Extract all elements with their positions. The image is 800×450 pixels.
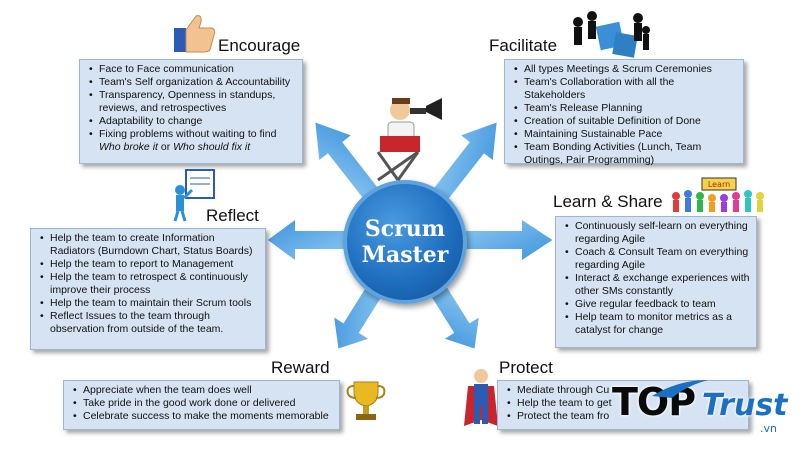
reward-title: Reward [271, 358, 330, 377]
toptrust-logo: TOP Trust .vn [610, 378, 796, 440]
reflect-item-5: Reflect Issues to the team through obser… [40, 310, 259, 336]
arrow-to-reflect [267, 220, 346, 260]
reflect-item-3: Help the team to retrospect & continuous… [40, 271, 259, 297]
learn-share-box: Continuously self-learn on everything re… [555, 216, 757, 348]
encourage-item-2: Team's Self organization & Accountabilit… [89, 76, 296, 89]
learn-share-title: Learn & Share [553, 192, 663, 211]
learn-share-item-2: Coach & Consult Team on everything regar… [565, 246, 750, 272]
scrum-master-circle: Scrum Master [343, 180, 467, 304]
reflect-item-4: Help the team to maintain their Scrum to… [40, 297, 259, 310]
facilitate-item-1: All types Meetings & Scrum Ceremonies [514, 63, 737, 76]
learn-share-item-4: Give regular feedback to team [565, 298, 750, 311]
facilitate-box: All types Meetings & Scrum Ceremonies Te… [504, 59, 744, 167]
facilitate-item-4: Creation of suitable Definition of Done [514, 115, 737, 128]
reward-item-3: Celebrate success to make the moments me… [73, 410, 333, 423]
center-line2: Master [361, 242, 449, 268]
learn-share-item-3: Interact & exchange experiences with oth… [565, 272, 750, 298]
thumbs-up-icon [174, 15, 216, 53]
reflect-item-2: Help the team to report to Management [40, 258, 259, 271]
people-learn-icon: Learn [672, 177, 764, 212]
protect-box: Mediate through Cu Help the team to get … [497, 380, 749, 430]
facilitate-title: Facilitate [489, 36, 558, 55]
protect-item-2: Help the team to get [507, 397, 742, 410]
logo-suffix: .vn [760, 422, 777, 435]
learn-share-item-5: Help team to monitor metrics as a cataly… [565, 311, 750, 337]
logo-swoosh-icon [652, 380, 708, 398]
learn-banner-text: Learn [708, 180, 730, 189]
reward-item-1: Appreciate when the team does well [73, 384, 333, 397]
encourage-item-5-em1: Who broke it [99, 141, 158, 153]
encourage-item-5-mid: or [157, 141, 174, 153]
encourage-item-5: Fixing problems without waiting to find … [89, 128, 296, 154]
center-line1: Scrum [364, 216, 446, 242]
presenter-board-icon [173, 169, 215, 222]
encourage-item-4: Adaptability to change [89, 115, 296, 128]
protect-item-3: Protect the team fro [507, 410, 742, 423]
encourage-item-3: Transparency, Openness in standups, revi… [89, 89, 296, 115]
reflect-title: Reflect [206, 206, 259, 225]
facilitate-item-3: Team's Release Planning [514, 102, 737, 115]
encourage-item-1: Face to Face communication [89, 63, 296, 76]
reflect-item-1: Help the team to create Information Radi… [40, 232, 259, 258]
reward-item-2: Take pride in the good work done or deli… [73, 397, 333, 410]
protect-title: Protect [499, 358, 553, 377]
encourage-item-5-prefix: Fixing problems without waiting to find [99, 128, 277, 140]
logo-trust: Trust [702, 388, 788, 423]
encourage-item-5-em2: Who should fix it [173, 141, 251, 153]
director-chair-icon [376, 98, 442, 182]
arrow-to-learn-share [465, 220, 553, 260]
encourage-box: Face to Face communication Team's Self o… [79, 59, 303, 164]
reflect-box: Help the team to create Information Radi… [30, 228, 266, 350]
facilitate-item-6: Team Bonding Activities (Lunch, Team Out… [514, 141, 737, 167]
team-puzzle-icon [573, 11, 650, 58]
encourage-title: Encourage [218, 36, 301, 55]
reward-box: Appreciate when the team does well Take … [63, 380, 340, 430]
trophy-icon [346, 381, 386, 420]
superhero-icon [464, 369, 498, 426]
learn-share-item-1: Continuously self-learn on everything re… [565, 220, 750, 246]
facilitate-item-2: Team's Collaboration with all the Stakeh… [514, 76, 737, 102]
protect-item-1: Mediate through Cu [507, 384, 742, 397]
facilitate-item-5: Maintaining Sustainable Pace [514, 128, 737, 141]
